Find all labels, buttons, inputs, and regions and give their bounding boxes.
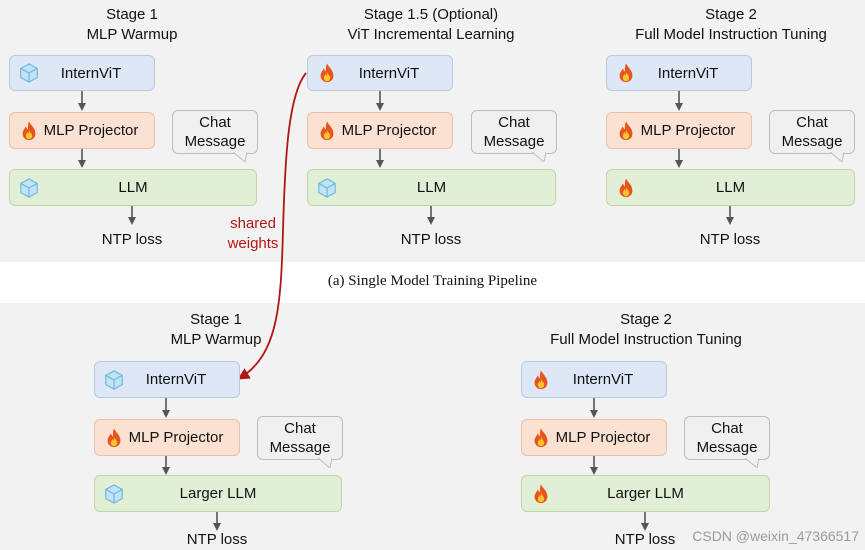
llm-box: LLM: [9, 169, 257, 206]
larger-llm-box: Larger LLM: [521, 475, 770, 512]
internvit-box: InternViT: [9, 55, 155, 91]
mlp-projector-box: MLP Projector: [606, 112, 752, 149]
internvit-box: InternViT: [606, 55, 752, 91]
ice-icon: [105, 369, 123, 390]
larger-llm-box: Larger LLM: [94, 475, 342, 512]
ice-icon: [20, 63, 38, 83]
flame-icon: [534, 483, 548, 503]
llm-box: LLM: [606, 169, 855, 206]
ntp-loss-label: NTP loss: [400, 231, 462, 248]
internvit-box: InternViT: [307, 55, 453, 91]
mlp-projector-box: MLP Projector: [9, 112, 155, 149]
ntp-loss-label: NTP loss: [101, 231, 163, 248]
ntp-loss-label: NTP loss: [614, 531, 676, 548]
ice-icon: [318, 177, 336, 198]
flame-icon: [22, 120, 36, 140]
internvit-box: InternViT: [94, 361, 240, 398]
mlp-projector-box: MLP Projector: [307, 112, 453, 149]
stage-title: Stage 1.5 (Optional)ViT Incremental Lear…: [347, 6, 515, 43]
flame-icon: [534, 369, 548, 389]
flame-icon: [619, 63, 633, 83]
watermark: CSDN @weixin_47366517: [692, 528, 859, 544]
ntp-loss-label: NTP loss: [699, 231, 761, 248]
flame-icon: [320, 63, 334, 83]
ntp-loss-label: NTP loss: [186, 531, 248, 548]
flame-icon: [320, 120, 334, 140]
internvit-box: InternViT: [521, 361, 667, 398]
ice-icon: [20, 177, 38, 198]
flame-icon: [619, 120, 633, 140]
flame-icon: [534, 427, 548, 447]
flame-icon: [619, 177, 633, 197]
mlp-projector-box: MLP Projector: [94, 419, 240, 456]
llm-box: LLM: [307, 169, 556, 206]
shared-weights-arrow: [237, 72, 307, 380]
flame-icon: [107, 427, 121, 447]
ice-icon: [105, 483, 123, 504]
mlp-projector-box: MLP Projector: [521, 419, 667, 456]
figure-caption: (a) Single Model Training Pipeline: [327, 273, 538, 289]
